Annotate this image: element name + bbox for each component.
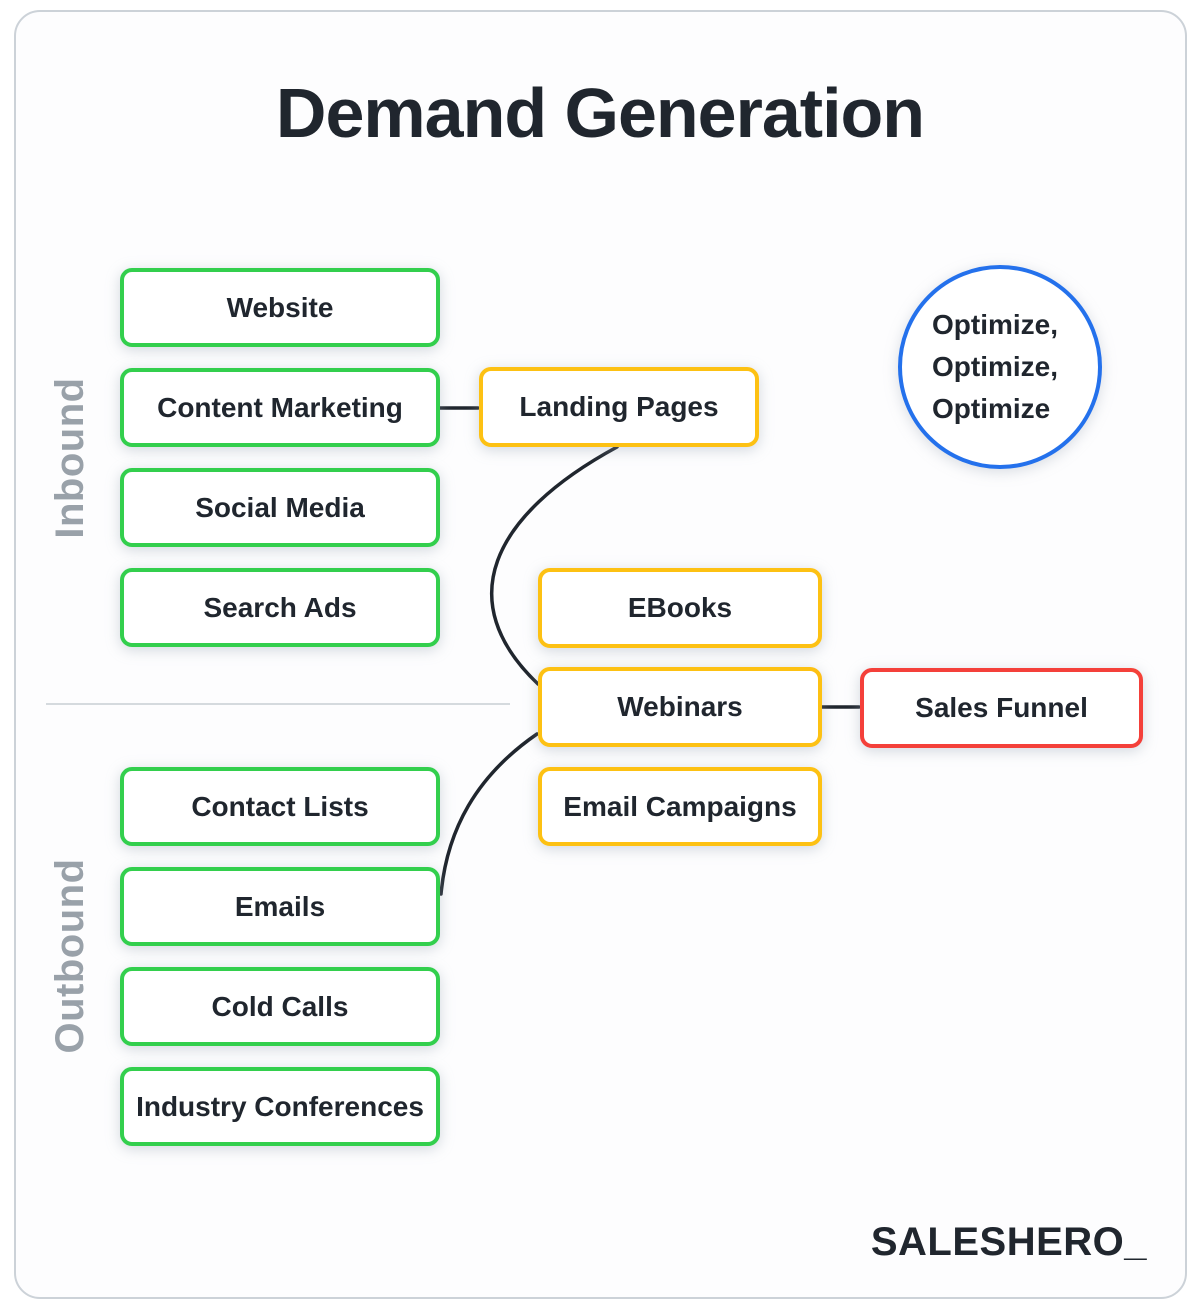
inbound-section-label: Inbound <box>48 377 92 539</box>
optimize-line-1: Optimize, <box>932 309 1059 340</box>
node-cold-calls-label: Cold Calls <box>211 990 349 1022</box>
node-webinars: Webinars <box>538 667 822 747</box>
node-search-ads: Search Ads <box>120 568 440 647</box>
node-email-campaigns: Email Campaigns <box>538 767 822 846</box>
optimize-line-2: Optimize, <box>932 351 1059 382</box>
node-content-marketing: Content Marketing <box>120 368 440 447</box>
node-industry-conferences: Industry Conferences <box>120 1067 440 1146</box>
inbound-outbound-divider <box>46 703 510 705</box>
node-emails: Emails <box>120 867 440 946</box>
node-email-campaigns-label: Email Campaigns <box>563 790 797 822</box>
optimize-note-circle: Optimize, Optimize, Optimize <box>898 265 1102 469</box>
node-cold-calls: Cold Calls <box>120 967 440 1046</box>
node-contact-lists: Contact Lists <box>120 767 440 846</box>
node-search-ads-label: Search Ads <box>203 591 357 623</box>
node-content-marketing-label: Content Marketing <box>157 391 403 423</box>
node-sales-funnel: Sales Funnel <box>860 668 1143 748</box>
node-ebooks: EBooks <box>538 568 822 648</box>
node-webinars-label: Webinars <box>617 691 743 722</box>
optimize-line-3: Optimize <box>932 393 1051 424</box>
saleshero-logo: SALESHERO_ <box>870 1220 1147 1264</box>
node-social-media-label: Social Media <box>195 491 365 523</box>
node-emails-label: Emails <box>234 890 326 922</box>
node-social-media: Social Media <box>120 468 440 547</box>
outbound-section-label: Outbound <box>48 858 92 1054</box>
page-title: Demand Generation <box>275 74 925 152</box>
node-landing-pages-label: Landing Pages <box>519 391 719 422</box>
node-website-label: Website <box>226 291 334 323</box>
node-ebooks-label: EBooks <box>627 592 733 623</box>
node-contact-lists-label: Contact Lists <box>191 790 369 822</box>
node-sales-funnel-label: Sales Funnel <box>915 692 1088 723</box>
node-website: Website <box>120 268 440 347</box>
node-industry-conferences-label: Industry Conferences <box>136 1090 424 1122</box>
node-landing-pages: Landing Pages <box>479 367 759 447</box>
